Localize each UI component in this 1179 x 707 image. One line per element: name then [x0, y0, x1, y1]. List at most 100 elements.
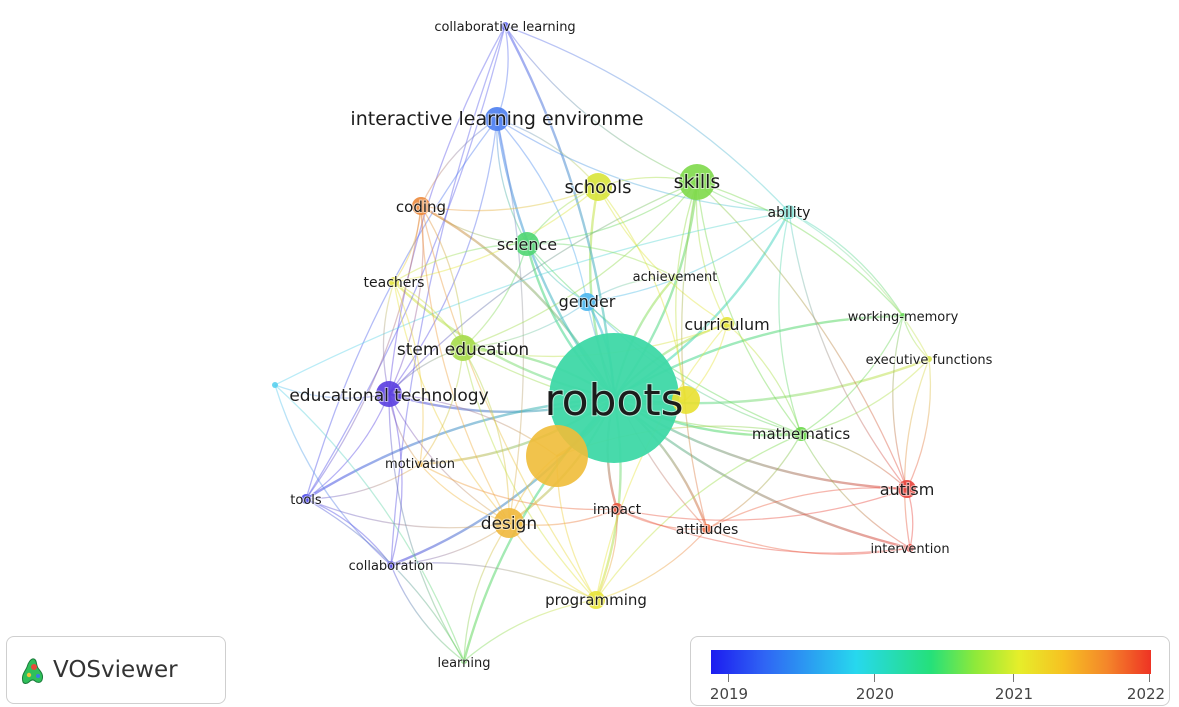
node-ability[interactable] [782, 205, 796, 219]
label-curriculum[interactable]: curriculum [683, 314, 770, 335]
node-executive-functions[interactable] [926, 356, 932, 362]
edge-collaborative-learning-ability [504, 25, 790, 213]
edge-interactive-learning-environments-coding [420, 118, 498, 207]
node-stem-education[interactable] [450, 335, 476, 361]
node-coding[interactable] [412, 197, 430, 215]
edge-collaborative-learning-interactive-learning-environments [496, 25, 509, 120]
edge-schools-curriculum [597, 186, 728, 325]
label-executive-functions[interactable]: executive functions [865, 352, 994, 369]
node-mathematics[interactable] [794, 427, 808, 441]
node-science[interactable] [515, 232, 539, 256]
edge-attitudes-intervention [706, 528, 911, 555]
label-design[interactable]: design [480, 513, 538, 535]
edge-ability-autism [788, 211, 908, 490]
edge-mathematics-attitudes [706, 433, 802, 530]
edge-working-memory-mathematics [800, 315, 904, 435]
node-autism[interactable] [898, 480, 916, 498]
legend-tick [728, 674, 729, 682]
label-programming[interactable]: programming [544, 590, 648, 610]
label-coding[interactable]: coding [395, 197, 447, 217]
edge-teachers-educational-technology [382, 281, 395, 395]
node-teachers[interactable] [389, 277, 399, 287]
edge-autism-attitudes [706, 487, 908, 530]
node-small-cyan-left[interactable] [272, 382, 278, 388]
node-robots[interactable] [549, 333, 679, 463]
label-learning[interactable]: learning [436, 655, 491, 672]
label-skills[interactable]: skills [673, 170, 722, 194]
edge-gender-achievement [586, 276, 676, 303]
edge-teachers-motivation [393, 281, 424, 465]
edge-collaboration-programming [390, 562, 597, 601]
edge-ability-small-cyan-left [274, 211, 790, 386]
edge-coding-stem-education [420, 205, 464, 349]
label-working-memory[interactable]: working-memory [847, 309, 960, 326]
edge-skills-educational-technology [388, 181, 698, 395]
node-yellow-right-of-robots[interactable] [672, 386, 700, 414]
label-science[interactable]: science [496, 234, 558, 255]
node-schools[interactable] [584, 173, 612, 201]
node-impact[interactable] [611, 503, 623, 515]
label-layer: robots collaborative learning interactive … [288, 19, 994, 672]
node-big-unlabeled-yellow[interactable] [526, 425, 588, 487]
legend-tick-label-2020: 2020 [855, 685, 895, 703]
label-teachers[interactable]: teachers [363, 274, 426, 292]
edge-skills-attitudes [681, 181, 708, 530]
node-working-memory[interactable] [900, 313, 906, 319]
label-tools[interactable]: tools [289, 492, 323, 509]
label-mathematics[interactable]: mathematics [751, 424, 852, 444]
node-skills[interactable] [679, 164, 715, 200]
node-curriculum[interactable] [720, 317, 734, 331]
label-achievement[interactable]: achievement [632, 269, 719, 286]
label-robots[interactable]: robots [543, 374, 684, 427]
node-intervention[interactable] [906, 544, 914, 552]
label-collaborative-learning[interactable]: collaborative learning [433, 19, 576, 36]
edge-coding-science [420, 205, 528, 245]
label-attitudes[interactable]: attitudes [675, 521, 740, 539]
edge-mathematics-programming [595, 433, 802, 601]
label-schools[interactable]: schools [563, 176, 632, 199]
node-collaboration[interactable] [387, 561, 395, 569]
edge-mathematics-autism [800, 433, 908, 490]
edge-science-achievement [526, 242, 676, 278]
edge-collaborative-learning-skills [504, 25, 698, 183]
node-motivation[interactable] [417, 461, 423, 467]
node-achievement[interactable] [672, 274, 678, 280]
edge-interactive-learning-environments-gender [496, 118, 588, 303]
edge-interactive-learning-environments-educational-technology [388, 118, 498, 395]
node-programming[interactable] [587, 591, 605, 609]
legend-tick [874, 674, 875, 682]
edge-design-learning [463, 522, 510, 662]
edge-working-memory-autism [892, 315, 908, 490]
edge-coding-programming [420, 205, 597, 601]
label-gender[interactable]: gender [558, 291, 617, 312]
node-collaborative-learning[interactable] [501, 22, 509, 30]
node-design[interactable] [494, 508, 524, 538]
edge-interactive-learning-environments-science [496, 118, 528, 245]
label-collaboration[interactable]: collaboration [348, 558, 435, 575]
edge-impact-programming [595, 508, 618, 601]
vosviewer-logo-icon [22, 658, 43, 684]
label-educational-technology[interactable]: educational technology [288, 385, 489, 407]
node-gender[interactable] [578, 293, 596, 311]
label-interactive-learning-environments[interactable]: interactive learning environme [349, 107, 644, 131]
node-interactive-learning-environments[interactable] [485, 107, 509, 131]
label-motivation[interactable]: motivation [384, 456, 456, 473]
edge-teachers-design [393, 281, 510, 524]
edge-autism-impact [616, 488, 908, 521]
node-tools[interactable] [301, 494, 311, 504]
label-autism[interactable]: autism [879, 479, 936, 500]
label-ability[interactable]: ability [767, 204, 812, 222]
label-stem-education[interactable]: stem education [396, 339, 530, 361]
edge-interactive-learning-environments-tools [305, 118, 498, 500]
edge-stem-education-design [462, 347, 510, 524]
edge-gender-mathematics [586, 301, 802, 435]
edge-educational-technology-tools [305, 393, 390, 500]
logo-text: VOSviewer [53, 657, 178, 683]
label-impact[interactable]: impact [592, 501, 643, 519]
label-intervention[interactable]: intervention [869, 541, 950, 558]
edge-ability-mathematics [778, 211, 802, 435]
node-learning[interactable] [461, 658, 467, 664]
node-attitudes[interactable] [702, 524, 712, 534]
node-educational-technology[interactable] [376, 381, 402, 407]
